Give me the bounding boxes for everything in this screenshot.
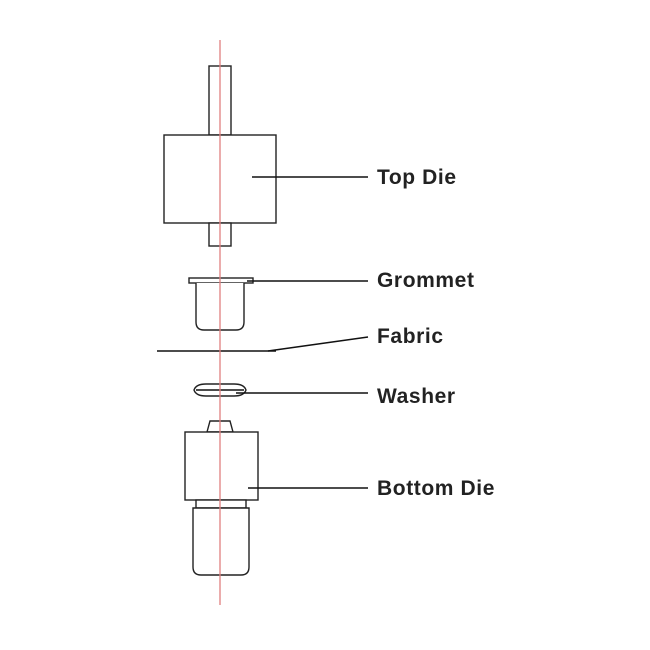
bottom-die — [184, 420, 259, 576]
label-bottom-die: Bottom Die — [377, 477, 495, 500]
label-top-die: Top Die — [377, 166, 457, 189]
grommet — [188, 277, 254, 331]
leader-fabric — [267, 336, 369, 352]
bottom-die-neck — [195, 499, 247, 509]
bottom-die-body — [184, 431, 259, 501]
bottom-die-base — [192, 507, 250, 576]
grommet-flange — [188, 277, 254, 284]
label-grommet: Grommet — [377, 269, 475, 292]
label-fabric: Fabric — [377, 325, 444, 348]
label-washer: Washer — [377, 385, 456, 408]
